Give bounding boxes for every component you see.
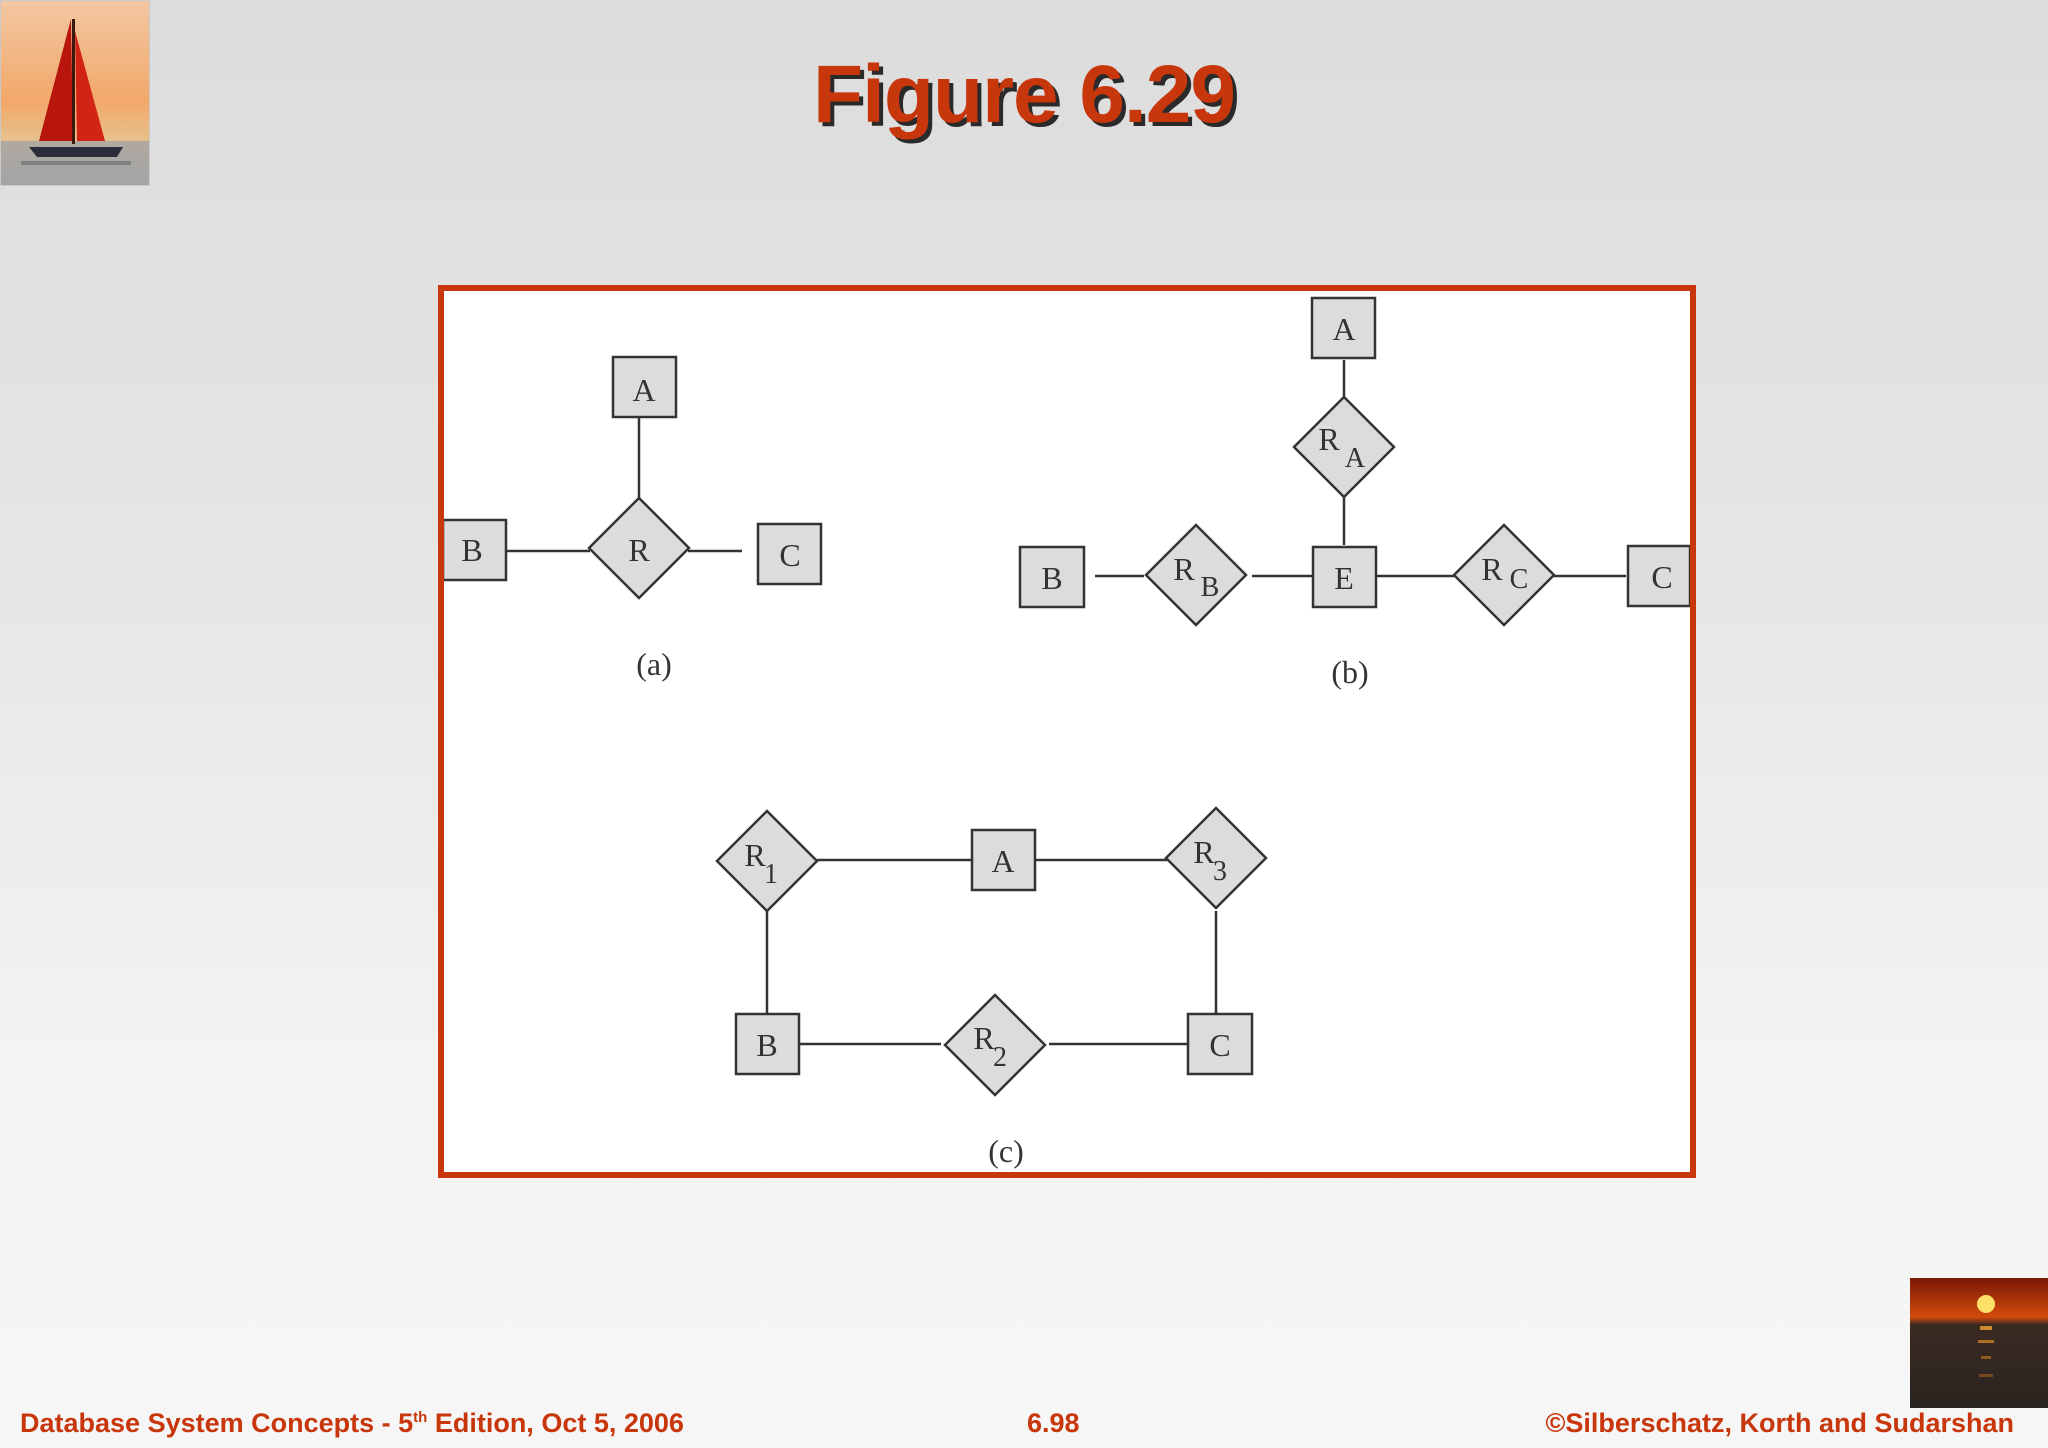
er-diagram-figure: A B C R (a) A R — [438, 285, 1696, 1178]
er-diagram: A B C R (a) A R — [444, 296, 1690, 1169]
slide-title: Figure 6.29 — [813, 49, 1236, 140]
svg-text:R: R — [1318, 421, 1340, 457]
svg-text:A: A — [632, 372, 655, 408]
relationship-r3: R 3 — [1164, 806, 1268, 910]
svg-text:C: C — [1510, 564, 1529, 595]
svg-text:C: C — [1209, 1027, 1230, 1063]
entity-c: C — [1186, 1012, 1254, 1076]
svg-text:C: C — [1651, 559, 1672, 595]
svg-text:R: R — [1173, 551, 1195, 587]
entity-c: C — [1626, 544, 1690, 608]
svg-text:B: B — [1201, 572, 1220, 603]
svg-text:A: A — [1345, 443, 1366, 474]
relationship-ra: R A — [1292, 395, 1396, 499]
entity-b: B — [734, 1012, 801, 1076]
footer-copyright: ©Silberschatz, Korth and Sudarshan — [1545, 1408, 2014, 1438]
panel-a: A B C R (a) — [444, 355, 823, 682]
panel-b: A R A B R B E R C — [1018, 296, 1690, 690]
caption-b: (b) — [1331, 654, 1368, 690]
svg-text:E: E — [1334, 560, 1354, 596]
relationship-r: R — [587, 496, 691, 600]
entity-a: A — [611, 355, 678, 419]
footer-book-title: Database System Concepts - 5th Edition, … — [20, 1408, 684, 1438]
svg-text:A: A — [1332, 311, 1355, 347]
svg-text:R: R — [628, 532, 650, 568]
sunset-logo — [1910, 1278, 2048, 1408]
panel-c: R 1 A R 3 B R 2 C — [715, 806, 1268, 1169]
entity-a: A — [970, 828, 1037, 892]
relationship-rc: R C — [1452, 523, 1556, 627]
sailboat-logo — [0, 0, 150, 186]
relationship-rb: R B — [1144, 523, 1248, 627]
svg-text:B: B — [756, 1027, 777, 1063]
svg-text:C: C — [779, 537, 800, 573]
svg-text:2: 2 — [993, 1042, 1007, 1073]
svg-text:A: A — [991, 843, 1014, 879]
svg-text:B: B — [1041, 560, 1062, 596]
footer-page-number: 6.98 — [1027, 1408, 1080, 1438]
caption-c: (c) — [988, 1133, 1024, 1169]
svg-text:R: R — [1193, 834, 1215, 870]
relationship-r1: R 1 — [715, 809, 819, 913]
svg-text:3: 3 — [1213, 856, 1227, 887]
caption-a: (a) — [636, 646, 672, 682]
entity-b: B — [1018, 545, 1086, 609]
relationship-r2: R 2 — [943, 993, 1047, 1097]
svg-text:R: R — [1481, 551, 1503, 587]
svg-text:B: B — [461, 532, 482, 568]
svg-text:R: R — [973, 1020, 995, 1056]
svg-text:1: 1 — [764, 859, 778, 890]
svg-text:R: R — [744, 837, 766, 873]
entity-b: B — [444, 518, 508, 582]
entity-e: E — [1311, 545, 1378, 609]
entity-a: A — [1310, 296, 1377, 360]
entity-c: C — [756, 522, 823, 586]
